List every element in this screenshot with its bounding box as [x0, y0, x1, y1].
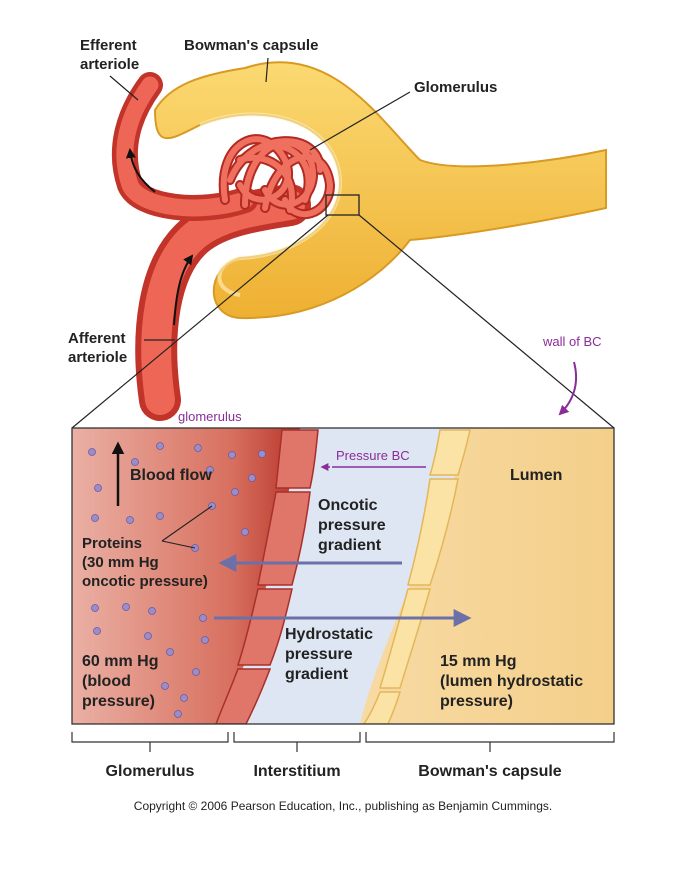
oncotic-gradient-label: Oncotic pressure gradient	[318, 497, 390, 554]
afferent-arteriole-shape	[135, 184, 311, 421]
efferent-arteriole-label: Efferent arteriole	[80, 37, 141, 73]
lumen-label: Lumen	[510, 467, 562, 484]
afferent-arteriole-label: Afferent arteriole	[68, 330, 130, 366]
magnified-section	[72, 428, 614, 724]
zoom-line-right	[358, 214, 615, 429]
leader-lines	[109, 57, 411, 341]
region-brackets	[71, 732, 615, 752]
region-bowmans-capsule-label: Bowman's capsule	[418, 763, 562, 780]
copyright-text: Copyright © 2006 Pearson Education, Inc.…	[134, 799, 552, 813]
magnified-box-outline	[71, 427, 615, 725]
zoom-box	[325, 194, 360, 216]
region-glomerulus-label: Glomerulus	[106, 763, 195, 780]
wall-of-bc-arrow	[558, 361, 578, 416]
hydrostatic-gradient-label: Hydrostatic pressure gradient	[285, 626, 377, 683]
zoom-line-left	[71, 214, 329, 429]
glomerulus-annotation: glomerulus	[178, 409, 242, 424]
glomerulus-top-label: Glomerulus	[414, 79, 497, 96]
capsule-epithelial-cells	[363, 429, 471, 724]
glomerulus-tuft	[218, 134, 336, 220]
pressure-bc-annotation: Pressure BC	[336, 448, 410, 463]
wall-of-bc-annotation: wall of BC	[542, 334, 602, 349]
region-interstitium-label: Interstitium	[253, 763, 340, 780]
lumen-pressure-label: 15 mm Hg (lumen hydrostatic pressure)	[440, 653, 588, 710]
blood-flow-label: Blood flow	[130, 467, 212, 484]
bowmans-capsule-top-label: Bowman's capsule	[184, 37, 318, 54]
efferent-arteriole-shape	[111, 72, 258, 221]
protein-dots	[88, 442, 266, 718]
blood-pressure-label: 60 mm Hg (blood pressure)	[82, 653, 163, 710]
proteins-label: Proteins (30 mm Hg oncotic pressure)	[82, 535, 208, 590]
proteins-leader-lines	[161, 505, 213, 549]
